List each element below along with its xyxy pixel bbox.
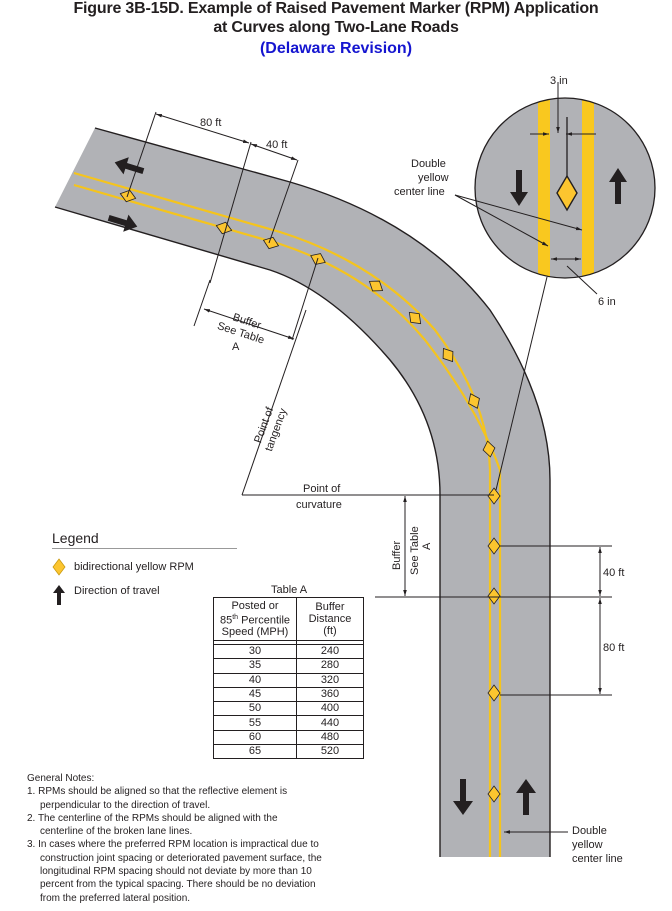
rpm-diamond-icon bbox=[487, 587, 501, 605]
buffer-cell: 240 bbox=[296, 643, 364, 660]
legend-label-direction: Direction of travel bbox=[74, 585, 160, 597]
road-edge-outer bbox=[94, 127, 551, 857]
legend-title: Legend bbox=[52, 530, 99, 546]
bottom-callout-label-1: Double bbox=[572, 825, 607, 837]
bottom-callout-label-3: center line bbox=[572, 853, 623, 865]
buffer-cell: 440 bbox=[296, 715, 364, 731]
table-a-caption: Table A bbox=[270, 584, 308, 596]
dim-80ft-right: 80 ft bbox=[603, 642, 624, 654]
note-item: 3. In cases where the preferred RPM loca… bbox=[27, 839, 322, 904]
note-item: 1. RPMs should be aligned so that the re… bbox=[27, 786, 288, 811]
detail-rpm-diamond-icon bbox=[556, 174, 578, 212]
rpm-diamond-icon bbox=[368, 280, 384, 292]
right-dimension-lines bbox=[375, 496, 612, 696]
legend-item-rpm: bidirectional yellow RPM bbox=[52, 558, 194, 576]
note-item: 2. The centerline of the RPMs should be … bbox=[27, 812, 278, 838]
legend-label-rpm: bidirectional yellow RPM bbox=[74, 561, 194, 573]
legend-item-direction: Direction of travel bbox=[52, 584, 160, 606]
buffer-label-vert-3: A bbox=[421, 542, 433, 550]
point-of-curvature-label-1: Point of bbox=[303, 483, 341, 495]
figure-title-line2: at Curves along Two-Lane Roads bbox=[213, 19, 459, 36]
speed-cell: 30 bbox=[213, 643, 297, 660]
detail-callout-label-1: Double bbox=[411, 158, 446, 170]
speed-cell: 50 bbox=[213, 701, 297, 717]
speed-cell: 65 bbox=[213, 744, 297, 760]
buffer-cell: 480 bbox=[296, 729, 364, 746]
buffer-label-vert-1: Buffer bbox=[391, 541, 403, 570]
detail-callout-label-3: center line bbox=[394, 186, 445, 198]
dim-40ft-right: 40 ft bbox=[603, 567, 624, 579]
buffer-cell: 320 bbox=[296, 672, 364, 688]
dim-40ft-top: 40 ft bbox=[266, 139, 287, 151]
detail-6in-label: 6 in bbox=[598, 296, 616, 308]
road-pavement bbox=[55, 128, 550, 857]
buffer-cell: 520 bbox=[296, 744, 364, 760]
arrow-northbound-icon bbox=[516, 779, 536, 815]
buffer-label-top-3: A bbox=[232, 341, 240, 353]
general-notes-title: General Notes: bbox=[27, 773, 95, 784]
rpm-diamond-icon bbox=[468, 393, 480, 409]
speed-cell: 45 bbox=[213, 686, 297, 703]
speed-cell: 35 bbox=[213, 658, 297, 674]
rpm-diamond-icon bbox=[487, 785, 501, 803]
bottom-callout-label-2: yellow bbox=[572, 839, 603, 851]
buffer-cell: 360 bbox=[296, 686, 364, 703]
detail-arrow-down-icon bbox=[510, 170, 528, 206]
table-a-header-speed: Posted or 85th Percentile Speed (MPH) bbox=[213, 597, 297, 641]
arrow-up-icon bbox=[53, 585, 65, 605]
detail-callout-label-2: yellow bbox=[418, 172, 449, 184]
arrow-eastbound-icon bbox=[107, 214, 138, 232]
rpm-diamond-icon bbox=[215, 221, 233, 235]
rpm-diamond-icon bbox=[487, 487, 501, 505]
figure-title-line1: Figure 3B-15D. Example of Raised Pavemen… bbox=[73, 0, 599, 17]
table-a-header-buffer: Buffer Distance (ft) bbox=[296, 597, 364, 641]
rpm-diamond-icon bbox=[262, 236, 280, 250]
point-of-curvature-label-2: curvature bbox=[296, 499, 342, 511]
rpm-diamond-icon bbox=[487, 684, 501, 702]
road-edge-inner bbox=[54, 206, 441, 857]
rpm-diamond-icon bbox=[52, 558, 66, 576]
speed-cell: 60 bbox=[213, 729, 297, 746]
speed-cell: 40 bbox=[213, 672, 297, 688]
buffer-cell: 400 bbox=[296, 701, 364, 717]
rpm-diamond-icon bbox=[408, 311, 422, 325]
general-notes: General Notes: 1. RPMs should be aligned… bbox=[27, 772, 377, 905]
rpm-diamond-icon bbox=[487, 537, 501, 555]
top-dimension-lines bbox=[126, 111, 494, 496]
dim-80ft-top: 80 ft bbox=[200, 117, 221, 129]
arrow-westbound-icon bbox=[114, 157, 145, 175]
buffer-label-vert-2: See Table bbox=[409, 526, 421, 575]
arrow-southbound-icon bbox=[453, 779, 473, 815]
detail-3in-label: 3 in bbox=[550, 75, 568, 87]
rpm-diamond-icon bbox=[482, 440, 496, 458]
detail-arrow-up-icon bbox=[609, 168, 627, 204]
legend-divider bbox=[52, 548, 237, 549]
figure-subtitle: (Delaware Revision) bbox=[259, 40, 413, 57]
buffer-cell: 280 bbox=[296, 658, 364, 674]
rpm-diamond-icon bbox=[442, 347, 454, 363]
speed-cell: 55 bbox=[213, 715, 297, 731]
rpm-diamond-icon bbox=[119, 189, 137, 203]
table-a: Posted or 85th Percentile Speed (MPH) Bu… bbox=[213, 597, 364, 760]
